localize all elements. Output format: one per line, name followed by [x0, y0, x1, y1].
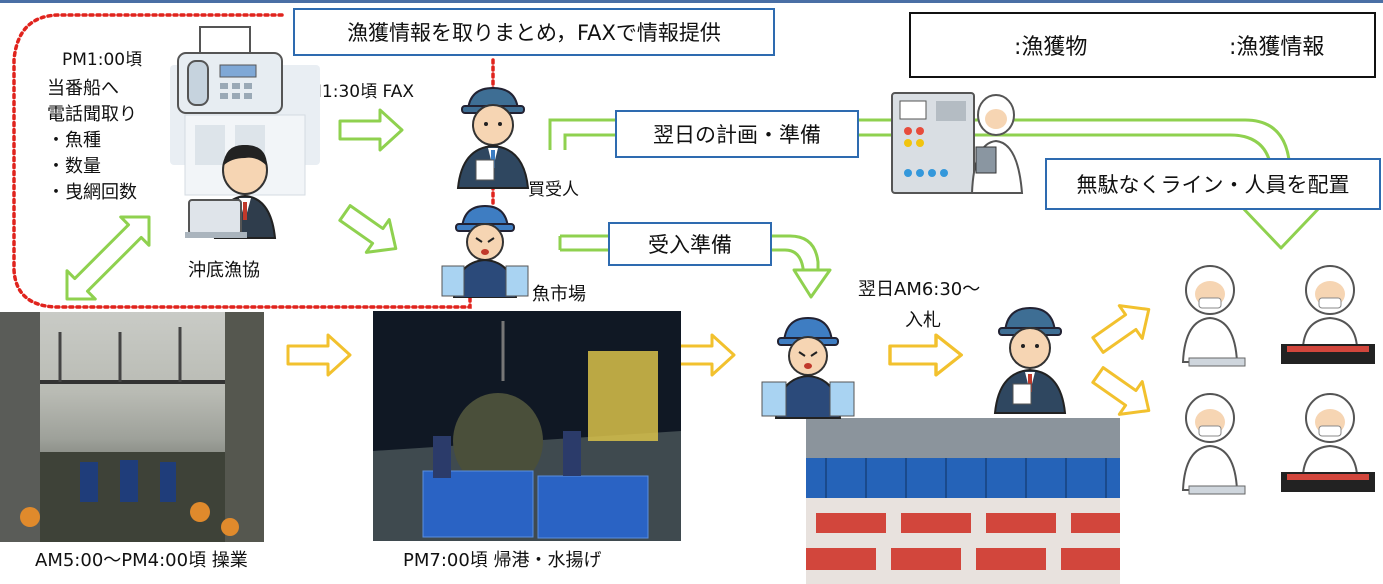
coop-line: ・曳網回数	[47, 182, 137, 203]
market-to-auction-arrow	[888, 333, 964, 377]
fish-market-worker-icon	[761, 316, 855, 419]
coop-label: 沖底漁協	[188, 260, 260, 281]
office-worker-icon	[185, 144, 277, 239]
coop-lines: 当番船へ 電話聞取り ・魚種 ・数量 ・曳網回数	[47, 76, 137, 206]
plan-box: 翌日の計画・準備	[615, 110, 859, 158]
auction-time: 翌日AM6:30〜	[858, 279, 981, 300]
coop-time: PM1:00頃	[62, 50, 143, 70]
boat-to-landing-arrow	[286, 333, 352, 377]
control-panel-icon	[891, 92, 1024, 194]
buyer-label: 買受人	[528, 180, 579, 200]
factory-workers-group	[1181, 265, 1375, 495]
buyer-icon	[993, 306, 1067, 414]
coop-to-market-arrow	[332, 195, 409, 267]
receive-box: 受入準備	[608, 222, 772, 266]
receive-text: 受入準備	[648, 233, 732, 257]
legend-catch-label: :漁獲物	[1014, 35, 1088, 60]
market-label: 魚市場	[532, 284, 586, 305]
coop-line: ・魚種	[47, 130, 101, 151]
landing-photo	[373, 311, 681, 541]
plan-down-arrow	[1238, 203, 1324, 250]
summary-fax-box: 漁獲情報を取りまとめ，FAXで情報提供	[293, 8, 775, 56]
receive-down-arrow	[792, 268, 832, 299]
plan-text: 翌日の計画・準備	[653, 123, 821, 147]
top-rule	[0, 0, 1383, 3]
fish-market-photo	[806, 418, 1120, 584]
factory-worker-icon	[1181, 393, 1246, 495]
landing-to-market-arrow	[670, 333, 736, 377]
coop-dotted-boundary	[12, 13, 472, 309]
coop-line: ・数量	[47, 156, 101, 177]
fish-market-worker-icon	[441, 204, 529, 298]
fishing-operation-photo	[0, 312, 264, 542]
auction-to-line1-arrow	[1085, 291, 1162, 363]
factory-worker-icon	[1281, 393, 1375, 492]
fax-machine-icon	[177, 26, 283, 114]
landing-caption: PM7:00頃 帰港・水揚げ	[403, 550, 602, 571]
coop-line: 当番船へ	[47, 78, 119, 99]
factory-worker-icon	[1281, 265, 1375, 364]
auction-to-line2-arrow	[1085, 357, 1162, 429]
coop-boat-double-arrow	[65, 215, 151, 301]
coop-to-buyer-arrow	[338, 108, 404, 152]
summary-fax-text: 漁獲情報を取りまとめ，FAXで情報提供	[347, 21, 721, 45]
factory-worker-icon	[1181, 265, 1246, 367]
line-assign-box: 無駄なくライン・人員を配置	[1045, 158, 1381, 210]
line-assign-text: 無駄なくライン・人員を配置	[1076, 173, 1350, 197]
fishing-caption: AM5:00〜PM4:00頃 操業	[35, 550, 248, 571]
auction-label: 入札	[905, 310, 941, 331]
legend-box: :漁獲物 :漁獲情報	[909, 12, 1376, 78]
legend-info-label: :漁獲情報	[1229, 35, 1325, 60]
fax-time-label: PM1:30頃 FAX	[297, 82, 414, 102]
buyer-icon	[456, 86, 530, 189]
coop-line: 電話聞取り	[47, 104, 137, 125]
